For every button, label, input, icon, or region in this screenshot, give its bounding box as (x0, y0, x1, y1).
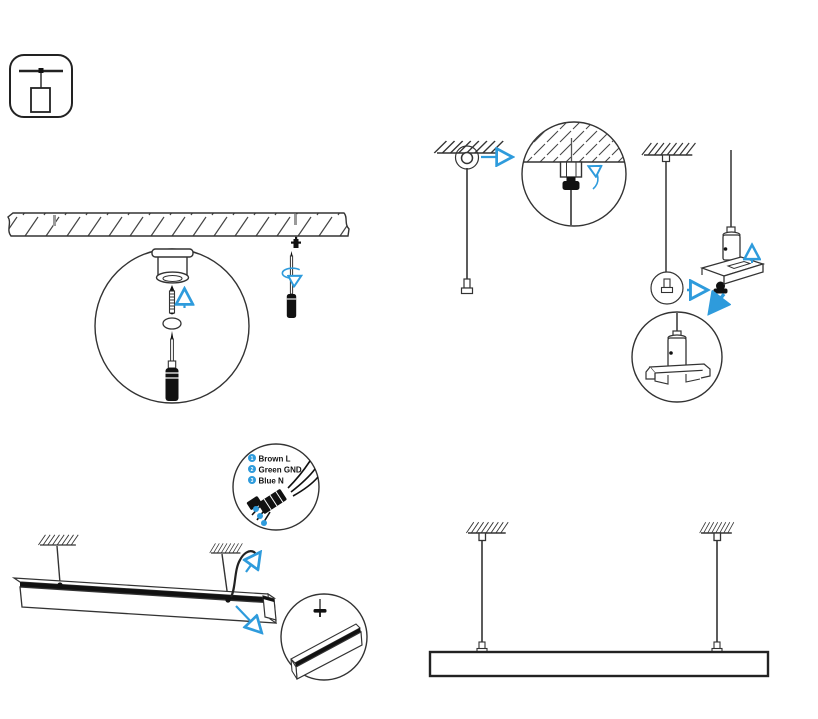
twist-arrow-icon (590, 167, 598, 190)
ceiling-hatch-right (209, 542, 244, 554)
fixture-end-cap (262, 595, 277, 621)
legend-dot-1 (248, 454, 256, 462)
step5-final-view (428, 521, 770, 678)
ceiling-connector-right (713, 532, 722, 542)
wall-anchor-icon (291, 236, 301, 248)
wire-attach-left (57, 582, 63, 588)
wiring-detail-circle: 1 Brown L 2 Green GND 3 Blue N (232, 443, 320, 531)
wire-end-circle (650, 271, 684, 305)
screwdriver-icon (165, 331, 179, 401)
wire-dot-2 (257, 513, 263, 519)
ceiling-hatch-left (37, 534, 79, 546)
mounting-bracket (699, 256, 766, 285)
gland-nut (562, 177, 580, 190)
wire-ceiling-connector (661, 154, 671, 163)
down-arrow-icon (711, 294, 724, 311)
arrow-to-wiring-icon (246, 554, 259, 573)
wiring-legend: 1 Brown L 2 Green GND 3 Blue N (248, 454, 302, 486)
wire-gripper-right (711, 641, 723, 653)
ceiling-cross-section (523, 121, 625, 162)
wire-top-ball (460, 151, 474, 165)
drill-mark-right (294, 214, 297, 225)
legend-dot-3 (248, 476, 256, 484)
ceiling-hatch (433, 139, 505, 155)
ceiling-hatch-2 (641, 142, 697, 156)
wire-dot-1 (253, 506, 259, 512)
profile-screw (313, 599, 327, 617)
step1-ceiling-anchor (7, 212, 350, 404)
step4-wiring: 1 Brown L 2 Green GND 3 Blue N (11, 443, 368, 681)
wire-gripper-left (476, 641, 488, 653)
wire-dot-3 (261, 520, 267, 526)
fixture-profile (290, 623, 363, 680)
wire-gripper (722, 226, 741, 261)
dome-washer (162, 317, 182, 330)
gland-detail-circle (521, 121, 627, 227)
ceiling-canopy (151, 248, 194, 284)
final-ceiling-hatch-right (698, 521, 735, 534)
legend-label-blue: Blue N (259, 477, 285, 486)
wire-end-fitting (460, 278, 474, 295)
expansion-screw-icon (168, 285, 176, 315)
legend-label-green: Green GND (259, 466, 302, 475)
legend-dot-2 (248, 465, 256, 473)
ceiling-connector-left (478, 532, 487, 542)
suspension-wire-left (56, 545, 61, 584)
rotation-arrow-icon (281, 267, 299, 278)
drill-mark-left (53, 215, 56, 226)
bracket-assembled (645, 363, 711, 385)
legend-num-3: 3 (251, 478, 254, 484)
legend-num-2: 2 (251, 467, 254, 473)
arrow-to-profile-icon (235, 605, 260, 631)
legend-num-1: 1 (251, 456, 254, 462)
wire-attach-right (225, 597, 231, 603)
ceiling-beam (7, 212, 350, 237)
step2-wire-to-ceiling (433, 121, 627, 295)
anchor-detail-circle (94, 248, 250, 404)
power-cable (230, 550, 257, 598)
ceiling-socket (559, 161, 583, 178)
profile-detail-circle (280, 593, 368, 681)
final-ceiling-hatch-left (465, 521, 509, 534)
fixture-bar (11, 577, 277, 625)
gripper-detail-circle (631, 311, 723, 403)
legend-label-brown: Brown L (259, 455, 291, 464)
screwdriver-small-icon (286, 251, 297, 318)
suspension-wire-right (221, 553, 229, 599)
installed-fixture (428, 650, 770, 678)
step3-gripper-bracket (631, 142, 766, 403)
pendant-light-icon (9, 54, 73, 118)
terminal-connector (246, 460, 319, 526)
